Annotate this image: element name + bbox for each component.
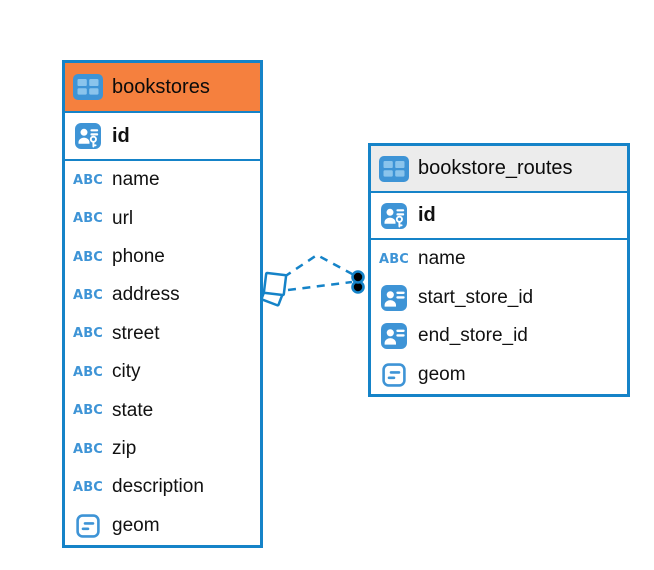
text-type-icon: ABC: [72, 287, 104, 303]
column-label: geom: [418, 363, 466, 385]
column-label: name: [112, 169, 160, 191]
column-label: zip: [112, 438, 137, 460]
text-type-icon: ABC: [72, 403, 104, 419]
column-row[interactable]: ABC street: [65, 315, 260, 353]
primary-key-label: id: [418, 204, 436, 226]
cardinality-dot-marker: [351, 270, 365, 294]
column-row[interactable]: ABC city: [65, 353, 260, 391]
column-label: phone: [112, 246, 165, 268]
cardinality-square-marker: [260, 271, 288, 307]
reference-type-icon: [381, 284, 407, 311]
column-label: geom: [112, 514, 160, 536]
table-title: bookstore_routes: [418, 157, 573, 179]
geometry-type-icon: [382, 363, 406, 387]
column-row[interactable]: ABC url: [65, 199, 260, 237]
column-list: ABC name start_store_id end_store_id: [371, 240, 627, 394]
column-row[interactable]: ABC description: [65, 468, 260, 506]
table-title: bookstores: [112, 75, 210, 98]
column-list: ABC name ABC url ABC phone ABC address: [65, 161, 260, 545]
column-row[interactable]: ABC name: [371, 240, 627, 279]
table-bookstores[interactable]: bookstores id ABC name: [62, 60, 263, 548]
text-type-icon: ABC: [72, 211, 104, 227]
primary-key-label: id: [112, 124, 130, 147]
column-row[interactable]: geom: [65, 507, 260, 545]
column-row[interactable]: ABC zip: [65, 430, 260, 468]
primary-key-icon: [379, 202, 409, 229]
column-label: start_store_id: [418, 286, 534, 308]
column-row[interactable]: ABC name: [65, 161, 260, 199]
table-icon: [379, 155, 409, 182]
reference-type-icon: [381, 323, 407, 350]
column-label: url: [112, 207, 134, 229]
table-bookstores-header[interactable]: bookstores: [65, 63, 260, 113]
primary-key-row[interactable]: id: [371, 193, 627, 240]
text-type-icon: ABC: [378, 251, 410, 267]
column-label: end_store_id: [418, 325, 528, 347]
text-type-icon: ABC: [72, 326, 104, 342]
column-row[interactable]: ABC state: [65, 391, 260, 429]
primary-key-row[interactable]: id: [65, 113, 260, 161]
column-label: address: [112, 284, 180, 306]
text-type-icon: ABC: [72, 479, 104, 495]
relationship-line[interactable]: [283, 253, 355, 292]
text-type-icon: ABC: [72, 364, 104, 380]
primary-key-icon: [73, 123, 103, 149]
text-type-icon: ABC: [72, 249, 104, 265]
column-row[interactable]: start_store_id: [371, 279, 627, 318]
geometry-type-icon: [76, 514, 100, 538]
table-bookstore-routes-header[interactable]: bookstore_routes: [371, 146, 627, 193]
column-label: street: [112, 322, 160, 344]
column-row[interactable]: ABC address: [65, 276, 260, 314]
text-type-icon: ABC: [72, 172, 104, 188]
text-type-icon: ABC: [72, 441, 104, 457]
column-row[interactable]: end_store_id: [371, 317, 627, 356]
column-row[interactable]: geom: [371, 356, 627, 395]
table-icon: [73, 74, 103, 100]
column-label: state: [112, 399, 154, 421]
column-label: description: [112, 476, 204, 498]
column-label: city: [112, 361, 141, 383]
column-row[interactable]: ABC phone: [65, 238, 260, 276]
table-bookstore-routes[interactable]: bookstore_routes id ABC name: [368, 143, 630, 397]
column-label: name: [418, 248, 466, 270]
